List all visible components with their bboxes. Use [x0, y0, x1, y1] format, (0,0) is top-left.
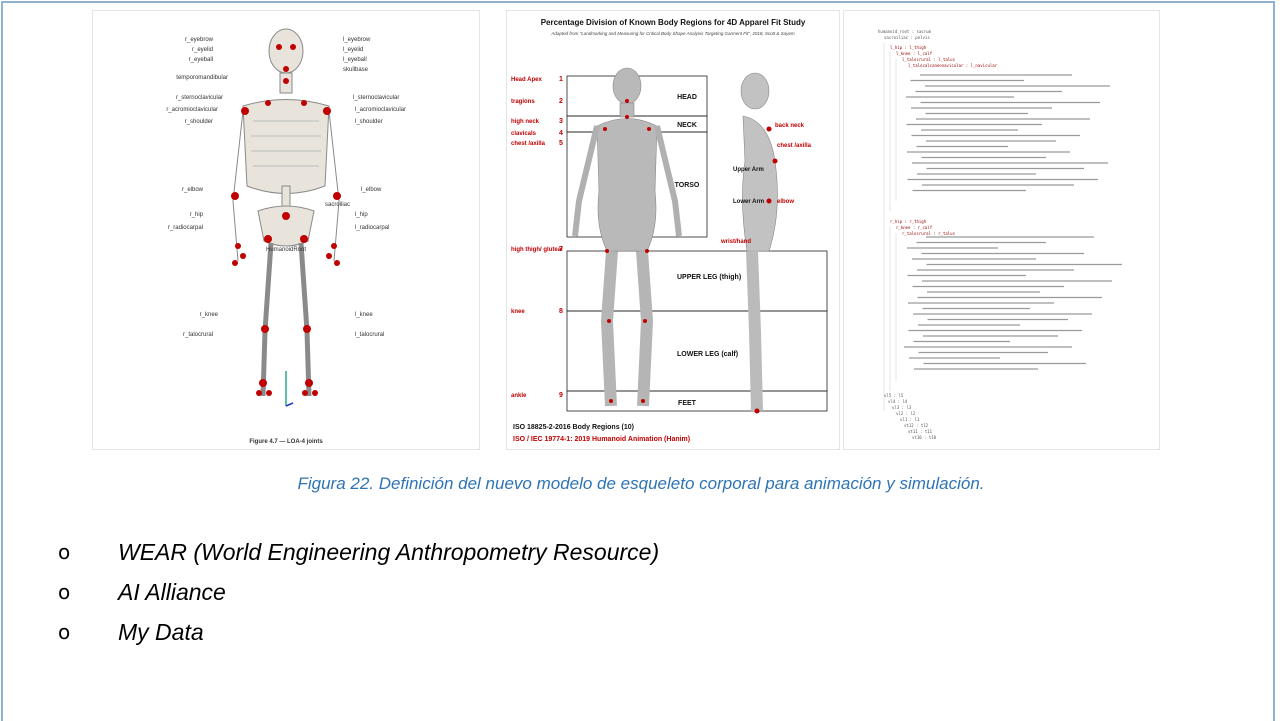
body-regions-title: Percentage Division of Known Body Region…	[541, 18, 806, 27]
hierarchy-line: vl5 : l5	[884, 393, 904, 398]
svg-text:l_shoulder: l_shoulder	[355, 119, 383, 125]
skeleton-joints-image: r_eyebrow r_eyelid r_eyeball temporomand…	[92, 10, 480, 450]
number-8: 8	[559, 308, 563, 315]
hierarchy-line: vt10 : t10	[912, 435, 937, 440]
hierarchy-line: r_talocrural : r_talus	[902, 231, 956, 236]
label-tragions: tragions	[511, 99, 535, 105]
list-item: o WEAR (World Engineering Anthropometry …	[58, 532, 659, 572]
label-elbow: elbow	[777, 199, 794, 205]
svg-text:r_hip: r_hip	[190, 212, 204, 218]
svg-text:l_knee: l_knee	[355, 312, 373, 318]
label-wrist-hand: wrist/hand	[720, 239, 751, 245]
svg-text:temporomandibular: temporomandibular	[176, 75, 228, 81]
label-back-neck: back neck	[775, 123, 805, 129]
region-neck: NECK	[677, 122, 697, 129]
svg-text:r_sternoclavicular: r_sternoclavicular	[176, 95, 223, 101]
figure-caption: Figura 22. Definición del nuevo modelo d…	[0, 474, 1282, 494]
list-item: o My Data	[58, 612, 659, 652]
svg-text:r_eyeball: r_eyeball	[189, 57, 213, 63]
label-upper-arm: Upper Arm	[733, 167, 764, 173]
label-clavicals: clavicals	[511, 131, 537, 137]
number-3: 3	[559, 118, 563, 125]
body-regions-footer-iso19774: ISO / IEC 19774-1: 2019 Humanoid Animati…	[513, 436, 690, 443]
svg-text:r_acromioclavicular: r_acromioclavicular	[166, 107, 218, 113]
svg-text:r_radiocarpal: r_radiocarpal	[168, 225, 203, 231]
svg-text:sacroiliac: sacroiliac	[325, 202, 350, 208]
svg-text:l_acromioclavicular: l_acromioclavicular	[355, 107, 406, 113]
skeleton-figure-label: Figure 4.7 — LOA-4 joints	[249, 439, 323, 445]
label-head-apex: Head Apex	[511, 77, 542, 83]
svg-text:l_eyelid: l_eyelid	[343, 47, 363, 53]
list-item: o AI Alliance	[58, 572, 659, 612]
hierarchy-line: l_knee : l_calf	[896, 51, 933, 56]
svg-text:r_talocrural: r_talocrural	[183, 332, 213, 338]
hierarchy-line: l_hip : l_thigh	[890, 45, 927, 50]
label-chest-axilla: chest /axilla	[511, 141, 546, 147]
label-knee: knee	[511, 309, 525, 315]
hierarchy-line: vl4 : l4	[888, 399, 908, 404]
region-head: HEAD	[677, 94, 697, 101]
bullet-text: AI Alliance	[118, 579, 226, 606]
bullet-marker: o	[58, 580, 118, 604]
region-lower-leg: LOWER LEG (calf)	[677, 351, 738, 358]
hierarchy-heading: humanoid_root : sacrum	[878, 29, 932, 34]
number-7: 7	[559, 246, 563, 253]
label-lower-arm: Lower Arm	[733, 199, 764, 205]
hierarchy-line: vl2 : l2	[896, 411, 916, 416]
bullet-text: My Data	[118, 619, 204, 646]
svg-text:skullbase: skullbase	[343, 67, 369, 73]
hierarchy-line: vt11 : t11	[908, 429, 933, 434]
region-feet: FEET	[678, 400, 697, 407]
number-1: 1	[559, 76, 563, 83]
region-upper-leg: UPPER LEG (thigh)	[677, 274, 741, 281]
svg-text:l_eyebrow: l_eyebrow	[343, 37, 371, 43]
svg-text:l_elbow: l_elbow	[361, 187, 382, 193]
hierarchy-line: vt12 : t12	[904, 423, 929, 428]
label-side-chest: chest /axilla	[777, 143, 812, 149]
hierarchy-line: r_knee : r_calf	[896, 225, 933, 230]
svg-text:l_hip: l_hip	[355, 212, 368, 218]
hierarchy-line: vl1 : l1	[900, 417, 920, 422]
joint-hierarchy-image: humanoid_root : sacrum sacroiliac : pelv…	[843, 10, 1160, 450]
svg-text:l_talocrural: l_talocrural	[355, 332, 384, 338]
bullet-text: WEAR (World Engineering Anthropometry Re…	[118, 539, 659, 566]
hierarchy-line: l_talocrural : l_talus	[902, 57, 956, 62]
svg-text:r_eyelid: r_eyelid	[192, 47, 213, 53]
body-regions-footer-iso18825: ISO 18825-2-2016 Body Regions (10)	[513, 424, 634, 431]
skeleton-left-labels: r_eyebrow r_eyelid r_eyeball temporomand…	[166, 37, 228, 338]
svg-text:r_elbow: r_elbow	[182, 187, 204, 193]
hierarchy-line: l_talocalcaneonavicular : l_navicular	[908, 63, 998, 68]
bullet-list: o WEAR (World Engineering Anthropometry …	[58, 532, 659, 652]
label-ankle: ankle	[511, 393, 527, 399]
bullet-marker: o	[58, 620, 118, 644]
number-2: 2	[559, 98, 563, 105]
svg-text:l_radiocarpal: l_radiocarpal	[355, 225, 389, 231]
number-5: 5	[559, 140, 563, 147]
humanoid-root-label: HumanoidRoot	[266, 247, 306, 253]
svg-text:r_eyebrow: r_eyebrow	[185, 37, 214, 43]
number-4: 4	[559, 130, 563, 137]
label-high-neck: high neck	[511, 119, 540, 125]
hierarchy-sub: sacroiliac : pelvis	[884, 35, 930, 40]
bullet-marker: o	[58, 540, 118, 564]
label-high-thigh: high thigh/ gluteal	[511, 247, 563, 253]
body-regions-subtitle: Adapted from "Landmarking and Measuring …	[550, 31, 794, 36]
svg-text:r_knee: r_knee	[200, 312, 219, 318]
svg-text:r_shoulder: r_shoulder	[185, 119, 213, 125]
svg-text:l_sternoclavicular: l_sternoclavicular	[353, 95, 399, 101]
body-regions-image: Percentage Division of Known Body Region…	[506, 10, 840, 450]
hierarchy-line: vl3 : l3	[892, 405, 912, 410]
number-9: 9	[559, 392, 563, 399]
hierarchy-line: r_hip : r_thigh	[890, 219, 927, 224]
region-torso: TORSO	[675, 182, 700, 189]
svg-text:l_eyeball: l_eyeball	[343, 57, 367, 63]
